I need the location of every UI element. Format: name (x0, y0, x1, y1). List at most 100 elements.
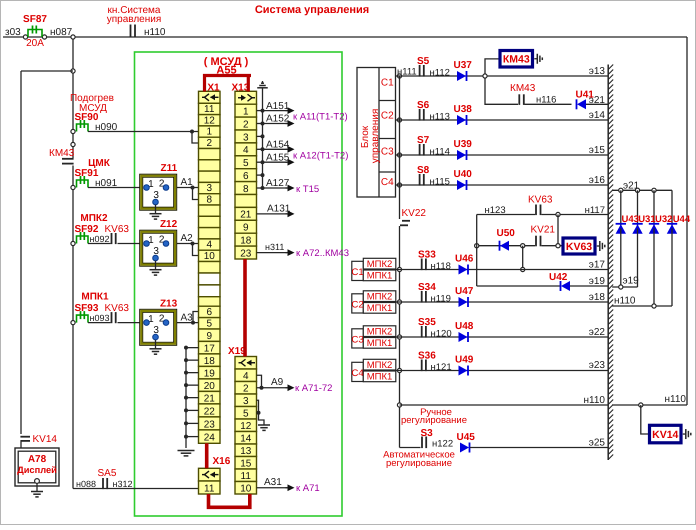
svg-text:SF92: SF92 (75, 224, 99, 235)
svg-text:KV14: KV14 (33, 434, 58, 445)
svg-text:S8: S8 (417, 165, 430, 176)
svg-text:21: 21 (204, 393, 216, 404)
svg-text:23: 23 (240, 248, 252, 259)
svg-text:U48: U48 (455, 321, 474, 332)
svg-text:A155: A155 (266, 152, 290, 163)
svg-text:4: 4 (243, 145, 249, 156)
svg-text:A2: A2 (181, 233, 194, 244)
svg-text:э18: э18 (589, 292, 606, 303)
svg-text:S3: S3 (421, 428, 434, 439)
svg-text:U46: U46 (455, 254, 474, 265)
svg-text:8: 8 (206, 194, 212, 205)
svg-text:23: 23 (204, 419, 216, 430)
svg-text:э19: э19 (589, 276, 606, 287)
svg-text:U42: U42 (549, 272, 568, 283)
svg-text:1: 1 (148, 179, 154, 190)
svg-text:SF90: SF90 (75, 112, 99, 123)
svg-text:S36: S36 (418, 351, 436, 362)
svg-text:KV14: KV14 (652, 429, 678, 441)
svg-text:S6: S6 (417, 100, 430, 111)
svg-text:2: 2 (243, 383, 249, 394)
svg-text:U49: U49 (455, 355, 474, 366)
svg-text:11: 11 (241, 471, 252, 482)
svg-text:KV63: KV63 (566, 241, 592, 253)
svg-text:А78: А78 (28, 454, 47, 465)
svg-text:C1: C1 (381, 78, 394, 89)
svg-text:KV63: KV63 (105, 224, 130, 235)
svg-text:н090: н090 (95, 122, 118, 133)
svg-text:19: 19 (204, 368, 216, 379)
svg-text:н113: н113 (430, 112, 450, 123)
svg-text:C4: C4 (381, 177, 394, 188)
svg-text:МПК1: МПК1 (367, 338, 393, 349)
svg-text:A127: A127 (266, 178, 290, 189)
svg-text:н087: н087 (50, 27, 73, 38)
svg-text:н311: н311 (265, 242, 284, 252)
svg-text:3: 3 (243, 132, 249, 143)
svg-text:A31: A31 (264, 477, 282, 488)
svg-text:Z11: Z11 (161, 163, 178, 174)
svg-text:кн.Система: кн.Система (108, 5, 161, 16)
svg-text:11: 11 (204, 104, 215, 115)
svg-text:к А72..КМ43: к А72..КМ43 (296, 248, 349, 259)
svg-text:2: 2 (206, 138, 212, 149)
svg-text:н110: н110 (584, 395, 606, 406)
svg-text:э17: э17 (589, 259, 606, 270)
svg-text:S33: S33 (418, 250, 436, 261)
svg-text:21: 21 (240, 210, 252, 221)
svg-text:10: 10 (240, 483, 252, 494)
svg-text:S7: S7 (417, 135, 430, 146)
svg-text:2: 2 (159, 178, 165, 189)
svg-text:S34: S34 (418, 282, 436, 293)
svg-text:U40: U40 (454, 169, 473, 180)
svg-text:X13: X13 (232, 83, 250, 94)
svg-text:C2: C2 (381, 111, 394, 122)
svg-text:10: 10 (204, 251, 216, 262)
svg-text:э21: э21 (623, 181, 640, 192)
svg-text:24: 24 (204, 433, 216, 444)
svg-text:A3: A3 (181, 313, 194, 324)
svg-text:С2: С2 (352, 300, 364, 311)
svg-text:U32: U32 (655, 214, 672, 225)
svg-text:9: 9 (206, 331, 212, 342)
svg-text:17: 17 (204, 343, 216, 354)
svg-text:3: 3 (243, 396, 249, 407)
svg-text:Z13: Z13 (160, 298, 178, 309)
svg-text:н122: н122 (432, 439, 453, 450)
svg-text:18: 18 (240, 236, 252, 247)
svg-text:н312: н312 (113, 479, 133, 489)
svg-text:11: 11 (204, 483, 215, 494)
svg-text:1: 1 (148, 235, 154, 246)
svg-text:A1: A1 (181, 177, 194, 188)
svg-text:S35: S35 (418, 317, 436, 328)
svg-text:3: 3 (153, 325, 159, 336)
svg-text:Z12: Z12 (160, 219, 178, 230)
svg-text:20: 20 (204, 381, 216, 392)
svg-text:КМ43: КМ43 (510, 83, 536, 94)
svg-text:н091: н091 (95, 178, 118, 189)
svg-text:5: 5 (206, 318, 212, 329)
svg-text:ЦМК: ЦМК (88, 158, 111, 169)
svg-text:22: 22 (204, 406, 216, 417)
svg-text:н120: н120 (431, 329, 452, 340)
svg-text:3: 3 (153, 246, 159, 257)
svg-text:KV21: KV21 (531, 225, 556, 236)
svg-text:A152: A152 (266, 114, 290, 125)
svg-text:20А: 20А (26, 38, 44, 49)
svg-text:2: 2 (159, 234, 165, 245)
svg-text:1: 1 (206, 127, 212, 138)
svg-text:A131: A131 (267, 204, 291, 215)
svg-text:э15: э15 (589, 145, 606, 156)
svg-text:э19: э19 (623, 276, 640, 287)
svg-text:МПК1: МПК1 (367, 372, 393, 383)
svg-text:н093: н093 (90, 313, 110, 323)
svg-text:12: 12 (204, 115, 216, 126)
svg-text:13: 13 (240, 446, 252, 457)
svg-text:KV22: KV22 (402, 208, 427, 219)
svg-text:15: 15 (240, 458, 252, 469)
svg-text:2: 2 (243, 119, 249, 130)
svg-text:KV63: KV63 (105, 303, 130, 314)
svg-text:управления: управления (370, 109, 381, 164)
svg-text:э22: э22 (589, 327, 606, 338)
svg-text:Ручное: Ручное (420, 407, 452, 418)
